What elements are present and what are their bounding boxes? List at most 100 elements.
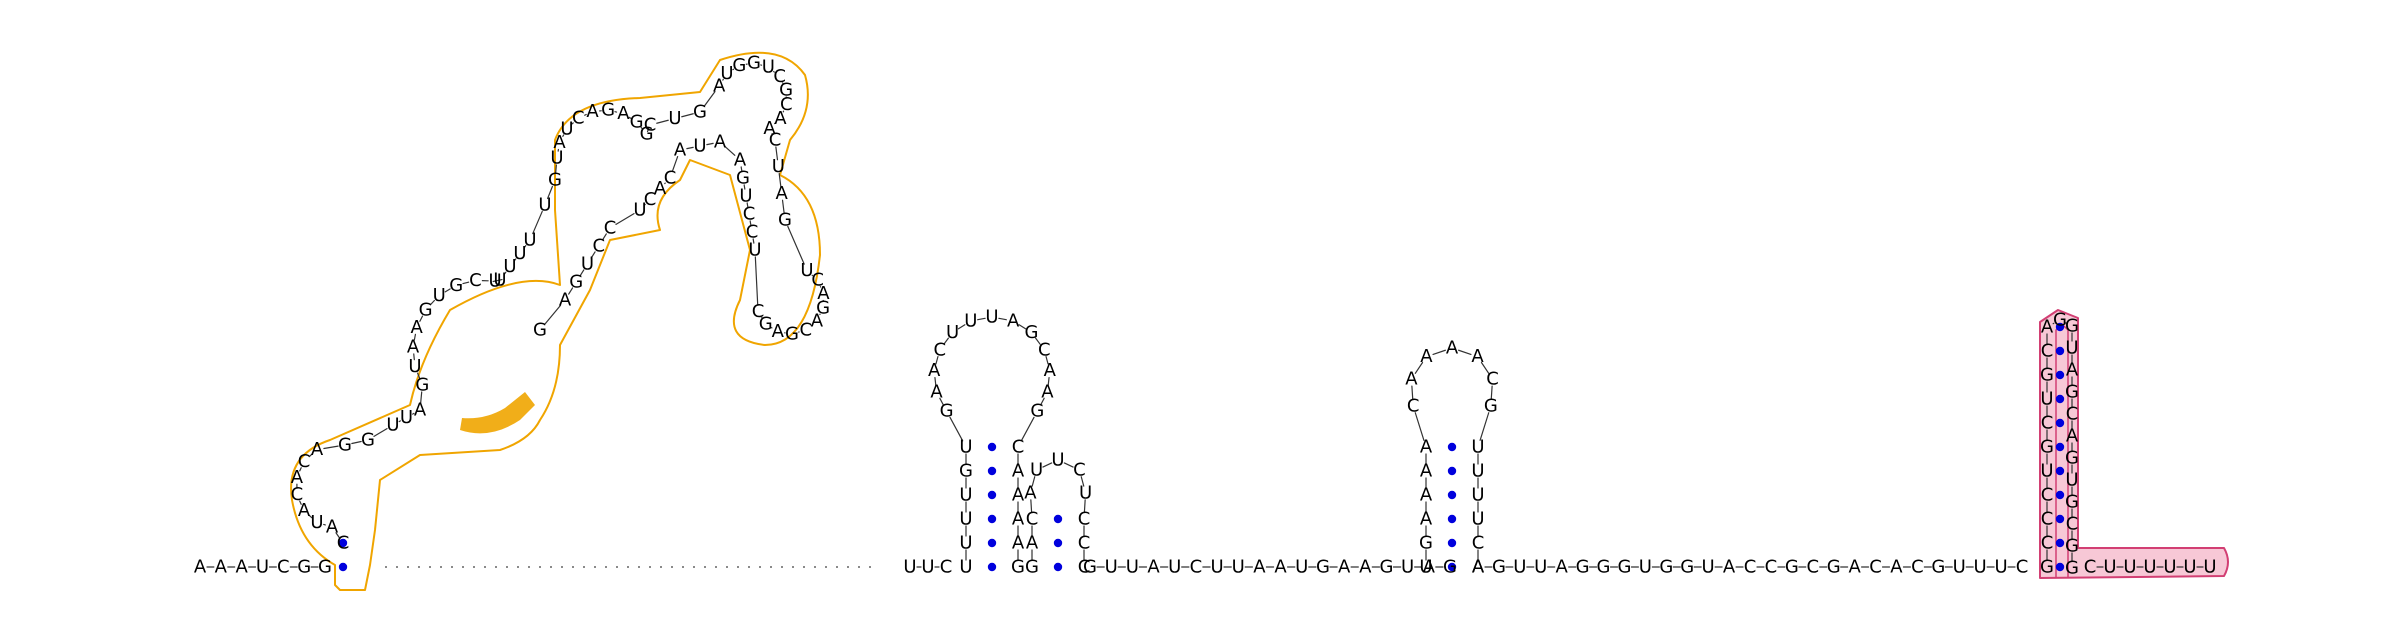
crispr-domain-outline xyxy=(290,51,821,591)
nucleotide-45: U xyxy=(668,108,681,129)
nucleotide-39: A xyxy=(586,101,599,122)
nucleotide-218: U xyxy=(2103,557,2116,578)
nucleotide-93: U xyxy=(959,557,972,578)
nucleotide-210: A xyxy=(2066,426,2079,447)
nucleotide-48: U xyxy=(720,63,733,84)
nucleotide-223: U xyxy=(2203,557,2216,578)
nucleotide-67: G xyxy=(785,323,799,344)
nucleotide-114: A xyxy=(1012,485,1025,506)
nucleotide-9: U xyxy=(310,512,323,533)
nucleotide-211: G xyxy=(2065,448,2079,469)
nucleotide-182: C xyxy=(1806,557,1819,578)
nucleotide-46: G xyxy=(693,102,707,123)
base-pair-dot xyxy=(2055,394,2065,404)
nucleotide-209: C xyxy=(2066,404,2079,425)
nucleotide-172: G xyxy=(1597,557,1611,578)
repeat-domain-outline xyxy=(2039,309,2229,579)
nucleotide-28: U xyxy=(489,271,502,292)
nucleotide-175: G xyxy=(1659,557,1673,578)
nucleotide-203: A xyxy=(2041,317,2054,338)
nucleotide-222: U xyxy=(2183,557,2196,578)
nucleotide-197: U xyxy=(2040,461,2053,482)
nucleotide-123: U xyxy=(1051,450,1064,471)
base-pair-dot xyxy=(1447,466,1457,476)
nucleotide-190: U xyxy=(1974,557,1987,578)
base-pair-dot xyxy=(2055,370,2065,380)
nucleotide-183: G xyxy=(1827,557,1841,578)
nucleotide-177: U xyxy=(1702,557,1715,578)
nucleotide-26: G xyxy=(449,275,463,296)
nucleotide-32: U xyxy=(523,230,536,251)
nucleotide-146: G xyxy=(1443,557,1457,578)
nucleotide-81: A xyxy=(654,178,667,199)
nucleotide-66: C xyxy=(800,320,813,341)
nucleotide-121: A xyxy=(1024,482,1037,503)
nucleotide-166: A xyxy=(1472,557,1485,578)
base-pair-dot xyxy=(2055,466,2065,476)
nucleotide-65: A xyxy=(811,310,824,331)
base-pair-dot xyxy=(2055,346,2065,356)
base-pair-dot xyxy=(2055,538,2065,548)
nucleotide-149: A xyxy=(1420,509,1433,530)
nucleotide-171: G xyxy=(1576,557,1590,578)
nucleotide-173: G xyxy=(1617,557,1631,578)
base-pair-dot xyxy=(987,514,997,524)
nucleotide-193: G xyxy=(2040,557,2054,578)
nucleotide-144: U xyxy=(1401,557,1414,578)
nucleotide-103: U xyxy=(946,322,959,343)
nucleotide-96: U xyxy=(959,485,972,506)
nucleotide-75: G xyxy=(736,168,750,189)
nucleotide-176: G xyxy=(1680,557,1694,578)
base-pair-dot xyxy=(338,562,348,572)
nucleotide-8: A xyxy=(326,517,339,538)
nucleotide-221: U xyxy=(2163,557,2176,578)
nucleotide-188: G xyxy=(1931,557,1945,578)
nucleotide-74: U xyxy=(739,186,752,207)
nucleotide-113: A xyxy=(1012,461,1025,482)
nucleotide-132: A xyxy=(1147,557,1160,578)
nucleotide-127: C xyxy=(1078,533,1091,554)
nucleotide-30: U xyxy=(503,256,516,277)
nucleotide-53: G xyxy=(779,79,793,100)
nucleotide-140: G xyxy=(1316,557,1330,578)
nucleotide-163: U xyxy=(1471,509,1484,530)
nucleotide-84: C xyxy=(604,218,617,239)
base-pair-dot xyxy=(1447,562,1457,572)
nucleotide-120: C xyxy=(1026,509,1039,530)
nucleotide-167: G xyxy=(1492,557,1506,578)
nucleotide-205: G xyxy=(2065,316,2079,337)
nucleotide-112: C xyxy=(1012,437,1025,458)
nucleotide-216: G xyxy=(2065,558,2079,579)
nucleotide-73: C xyxy=(743,204,756,225)
nucleotide-60: G xyxy=(778,210,792,231)
base-pair-dot xyxy=(338,538,348,548)
nucleotide-51: U xyxy=(762,57,775,78)
base-pairs xyxy=(338,322,2065,572)
nucleotide-119: A xyxy=(1026,533,1039,554)
nucleotide-2: A xyxy=(236,557,249,578)
nucleotide-47: A xyxy=(713,76,726,97)
nucleotide-43: G xyxy=(640,124,654,145)
nucleotide-133: U xyxy=(1168,557,1181,578)
nucleotide-99: G xyxy=(940,401,954,422)
nucleotide-206: U xyxy=(2065,338,2078,359)
nucleotide-88: A xyxy=(559,290,572,311)
nucleotide-196: C xyxy=(2041,485,2054,506)
nucleotide-139: U xyxy=(1295,557,1308,578)
nucleotide-180: C xyxy=(1765,557,1778,578)
nucleotide-98: U xyxy=(959,437,972,458)
nucleotide-178: A xyxy=(1723,557,1736,578)
base-pair-dot xyxy=(987,490,997,500)
nucleotide-192: C xyxy=(2016,557,2029,578)
nucleotide-115: A xyxy=(1012,509,1025,530)
nucleotide-91: U xyxy=(921,557,934,578)
nucleotide-143: G xyxy=(1379,557,1393,578)
nucleotide-69: G xyxy=(759,313,773,334)
nucleotide-0: A xyxy=(194,557,207,578)
nucleotide-1: A xyxy=(215,557,228,578)
nucleotide-33: U xyxy=(538,195,551,216)
nucleotide-34: G xyxy=(548,170,562,191)
nucleotide-215: G xyxy=(2065,536,2079,557)
base-pair-dot xyxy=(1447,442,1457,452)
nucleotide-10: A xyxy=(298,500,311,521)
